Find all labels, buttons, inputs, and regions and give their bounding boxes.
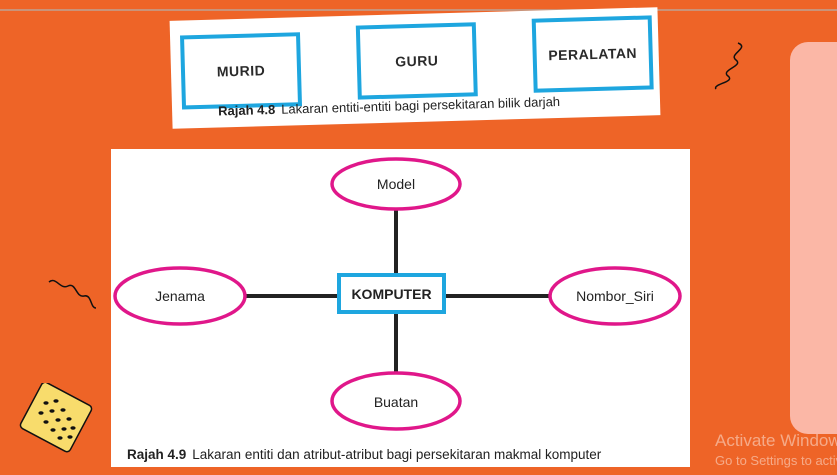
dotted-tile-decoration	[19, 383, 93, 453]
attribute-ellipse-jenama	[113, 266, 247, 326]
watermark-line-1: Activate Windows	[715, 431, 837, 450]
figure-4-9-caption: Rajah 4.9 Lakaran entiti dan atribut-atri…	[127, 447, 601, 462]
attribute-label-jenama: Jenama	[155, 288, 205, 304]
entity-label: PERALATAN	[548, 44, 638, 64]
entity-box-murid: MURID	[180, 32, 303, 110]
side-panel-card	[790, 42, 837, 434]
er-diagram	[113, 157, 682, 431]
caption-number: Rajah 4.8	[217, 101, 276, 119]
top-divider-line	[0, 9, 837, 11]
entity-box-peralatan: PERALATAN	[531, 15, 654, 93]
attribute-ellipse-model	[330, 157, 462, 211]
attribute-ellipse-nombor-siri	[548, 266, 682, 326]
attribute-label-buatan: Buatan	[373, 394, 419, 410]
watermark-line-2: Go to Settings to activate Windows.	[715, 453, 837, 468]
squiggle-decoration-left	[48, 279, 97, 309]
attribute-label-nombor-siri: Nombor_Siri	[576, 288, 654, 304]
caption-number: Rajah 4.9	[127, 447, 187, 462]
windows-activation-watermark: Activate Windows Go to Settings to activ…	[715, 431, 837, 468]
entity-label: MURID	[216, 62, 266, 80]
squiggle-decoration-top-right	[714, 42, 743, 90]
figure-4-9-card: KOMPUTER Model Jenama Nombor_Siri Buatan…	[111, 149, 690, 467]
attribute-label-model: Model	[376, 176, 416, 192]
caption-text: Lakaran entiti-entiti bagi persekitaran …	[280, 93, 561, 117]
entity-box-guru: GURU	[355, 22, 478, 100]
entity-label: GURU	[394, 52, 439, 70]
caption-text: Lakaran entiti dan atribut-atribut bagi …	[192, 447, 602, 462]
entity-box-komputer: KOMPUTER	[337, 273, 446, 314]
attribute-ellipse-buatan	[330, 371, 462, 431]
entity-label: KOMPUTER	[351, 285, 432, 302]
